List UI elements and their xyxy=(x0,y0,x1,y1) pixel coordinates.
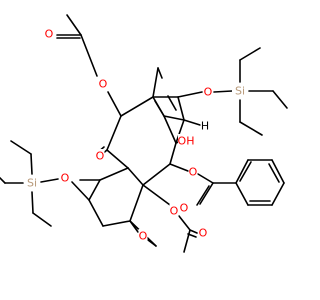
atom-o-tes-bottom: O xyxy=(60,171,70,185)
atom-si-bottom: Si xyxy=(24,176,40,190)
atom-symbol: O xyxy=(204,86,213,99)
atom-label-background xyxy=(95,149,105,163)
atom-label-background xyxy=(44,27,54,41)
atom-o-ketone: O xyxy=(95,149,105,163)
atom-symbol: Si xyxy=(27,177,37,190)
atom-symbol: O xyxy=(180,202,189,215)
atom-symbol: O xyxy=(170,205,179,218)
atom-symbol: O xyxy=(199,227,208,240)
atom-o-acetate-top-ester: O xyxy=(98,77,108,91)
atom-symbol: O xyxy=(189,166,198,179)
atom-o-acetate-bottom-ester: O xyxy=(169,204,179,218)
atom-label-background xyxy=(198,226,208,240)
atom-o-benzoate-carbonyl: O xyxy=(179,201,189,215)
atom-label-background xyxy=(203,85,213,99)
atom-symbol: O xyxy=(139,230,148,243)
atom-o-oxetane: O xyxy=(138,229,148,243)
atom-label-background xyxy=(98,77,108,91)
atom-h-ring: H xyxy=(200,119,210,133)
atom-label-background xyxy=(24,176,40,190)
atom-label-background xyxy=(188,165,198,179)
atom-symbol: H xyxy=(201,120,209,133)
atom-o-acetate-bottom-carbonyl: O xyxy=(198,226,208,240)
atom-symbol: O xyxy=(45,28,54,41)
atom-symbol: O xyxy=(61,172,70,185)
atom-symbol: Si xyxy=(235,85,245,98)
atom-o-acetate-top-carbonyl: O xyxy=(44,27,54,41)
atom-o-benzoate-ester: O xyxy=(188,165,198,179)
atom-label-background xyxy=(179,201,189,215)
atom-label-background xyxy=(178,134,194,148)
atom-o-tes-top: O xyxy=(203,85,213,99)
atom-symbol: OH xyxy=(178,135,195,148)
atom-label-background xyxy=(138,229,148,243)
atom-label-background xyxy=(200,119,210,133)
atom-label-background xyxy=(169,204,179,218)
atom-symbol: O xyxy=(99,78,108,91)
atom-symbol: O xyxy=(96,150,105,163)
atom-si-top: Si xyxy=(232,84,248,98)
atom-oh-hydroxyl: OH xyxy=(178,134,195,148)
atom-label-background xyxy=(232,84,248,98)
atom-label-background xyxy=(60,171,70,185)
bond-network xyxy=(0,14,288,253)
